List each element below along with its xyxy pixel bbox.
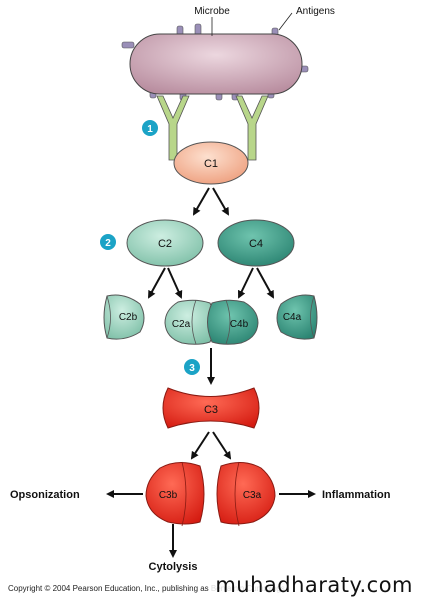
c4-label: C4	[249, 238, 263, 250]
cytolysis-label: Cytolysis	[149, 561, 198, 573]
c1-protein: C1	[173, 141, 249, 185]
c4-protein: C4	[217, 219, 295, 267]
antigens-label: Antigens	[296, 6, 335, 17]
arrow-c1-to-c4	[212, 187, 229, 216]
step-2-badge: 2	[100, 234, 116, 250]
arrow-c3-to-c3a	[212, 431, 232, 460]
c4a-label: C4a	[283, 312, 302, 323]
step-3-number: 3	[189, 363, 195, 374]
inflammation-label: Inflammation	[322, 489, 391, 501]
opsonization-label: Opsonization	[10, 489, 80, 501]
c2-protein: C2	[126, 219, 204, 267]
arrow-c2-to-c2b	[148, 267, 166, 299]
c3-label: C3	[204, 404, 218, 416]
arrow-c4-to-c4a	[256, 267, 274, 299]
c3a-label: C3a	[243, 490, 262, 501]
c4b-label: C4b	[230, 319, 249, 330]
arrow-c2-to-c2a	[167, 267, 183, 299]
c3b-label: C3b	[159, 490, 178, 501]
c4b-fragment: C4b	[207, 299, 259, 345]
arrow-c1-to-c2	[193, 187, 210, 216]
c2b-fragment: C2b	[103, 294, 145, 340]
step-1-number: 1	[147, 124, 153, 135]
c1-label: C1	[204, 158, 218, 170]
c2a-label: C2a	[172, 319, 191, 330]
antibody-left	[156, 95, 190, 161]
c4a-fragment: C4a	[276, 294, 318, 340]
watermark: muhadharaty.com	[211, 573, 417, 597]
arrow-c4-to-c4b	[238, 267, 254, 299]
step-2-number: 2	[105, 238, 111, 249]
c3a-fragment: C3a	[216, 461, 276, 527]
c3-protein: C3	[162, 387, 260, 429]
antibody-right	[235, 95, 269, 161]
microbe-body	[129, 33, 303, 95]
step-3-badge: 3	[184, 359, 200, 375]
arrow-c3-to-c3b	[190, 431, 210, 460]
microbe-label: Microbe	[194, 6, 230, 17]
step-1-badge: 1	[142, 120, 158, 136]
antigen	[121, 41, 135, 49]
c2-label: C2	[158, 238, 172, 250]
microbe	[121, 23, 309, 101]
copyright-notice: Copyright © 2004 Pearson Education, Inc.…	[8, 584, 285, 593]
c2b-label: C2b	[119, 312, 138, 323]
antigens-leader-line	[278, 12, 293, 31]
c3b-fragment: C3b	[145, 461, 205, 527]
